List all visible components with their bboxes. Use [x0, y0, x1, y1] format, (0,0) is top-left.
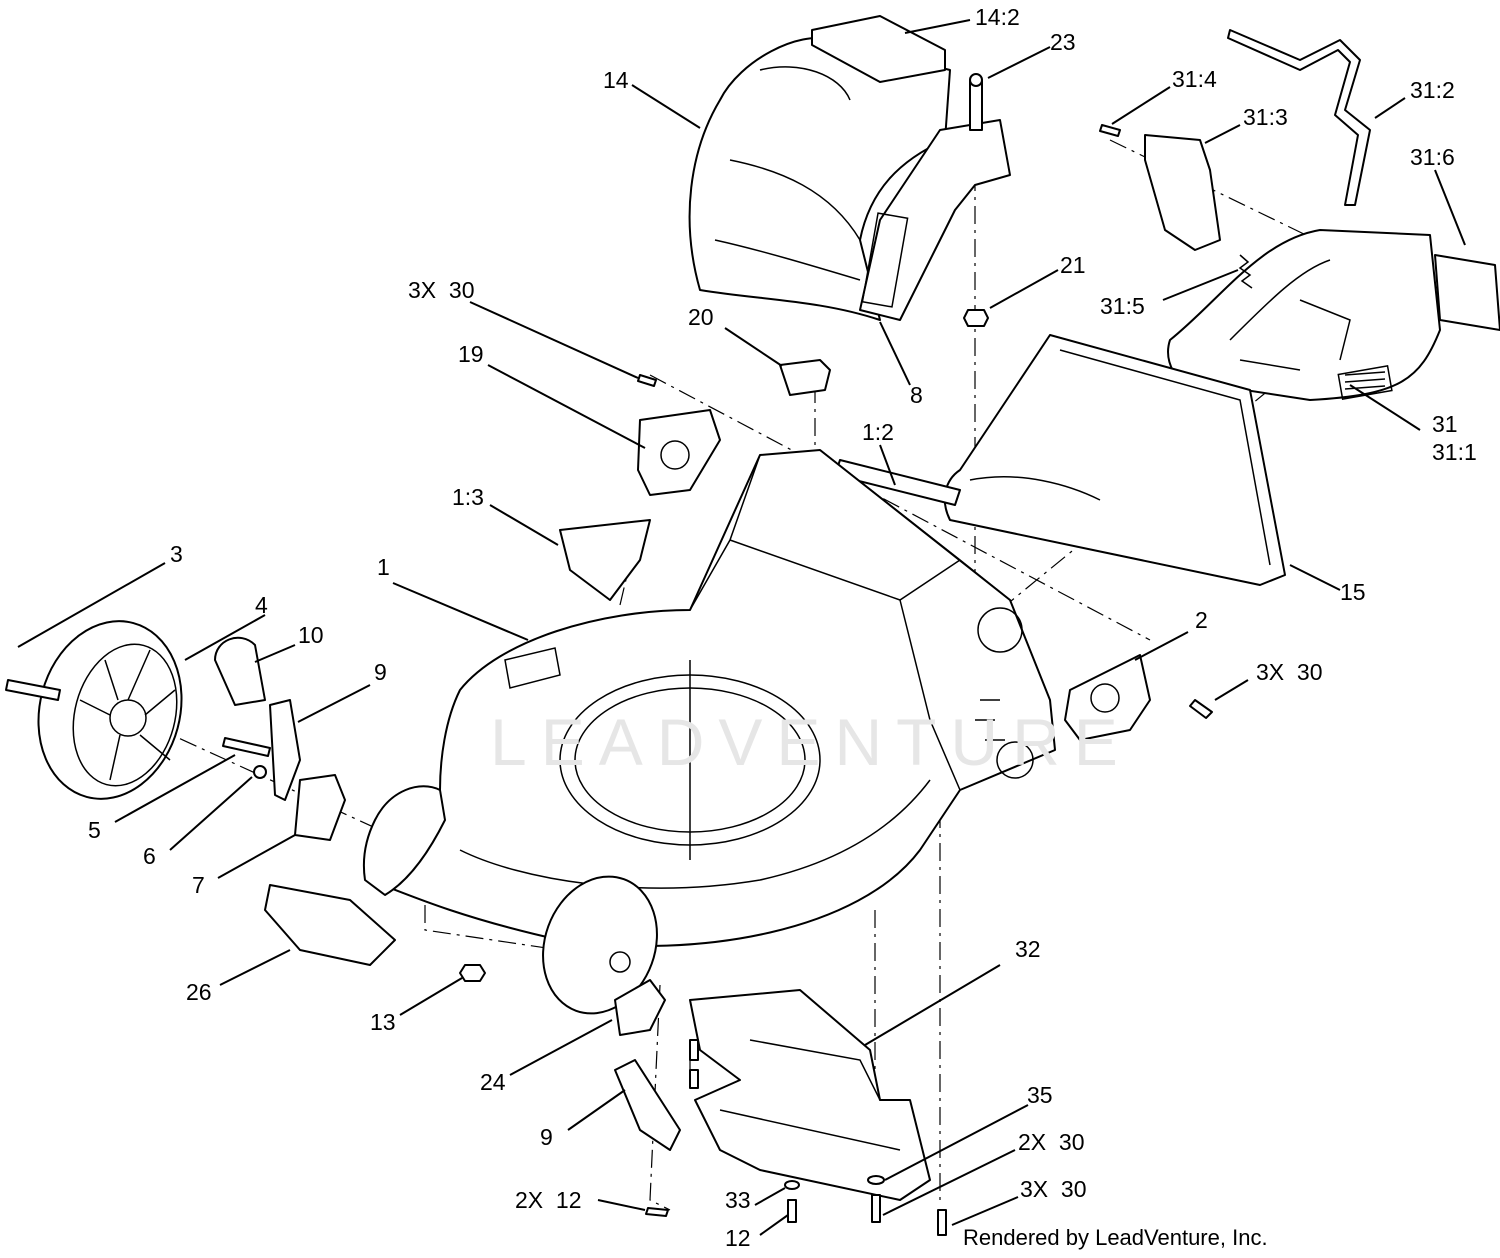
nut-21	[963, 309, 989, 327]
plate-19	[637, 409, 721, 496]
callout-1-3: 1:3	[452, 484, 484, 510]
callout-31-5: 31:5	[1100, 293, 1145, 319]
callout-31-2: 31:2	[1410, 77, 1455, 103]
callout-26: 26	[186, 979, 212, 1005]
callout-31: 31	[1432, 411, 1458, 437]
callout-19: 19	[458, 341, 484, 367]
callout-labels: 14:2 23 14 31:4 31:2 31:3 31:6 21 31:5 3…	[88, 4, 1477, 1251]
callout-31-6: 31:6	[1410, 144, 1455, 170]
callout-14-2: 14:2	[975, 4, 1020, 30]
handle-bracket-assembly	[1167, 229, 1441, 401]
discharge-chute-part	[943, 334, 1286, 586]
watermark-text: LEADVENTURE	[490, 705, 1132, 779]
callout-32: 32	[1015, 936, 1041, 962]
callout-12-lower: 12	[725, 1225, 751, 1251]
washer-6	[253, 765, 267, 779]
callout-13: 13	[370, 1009, 396, 1035]
callout-30-lower-a: 2X 30	[1018, 1129, 1085, 1155]
callout-1-2: 1:2	[862, 419, 894, 445]
callout-9-lower: 9	[540, 1124, 553, 1150]
callout-3: 3	[170, 541, 183, 567]
bracket-9-lower	[614, 1059, 681, 1151]
callout-24: 24	[480, 1069, 506, 1095]
clip-10	[214, 636, 266, 706]
screw-12-left	[645, 1207, 669, 1217]
front-wheel-left	[362, 785, 446, 896]
spring-31-5	[1238, 254, 1253, 289]
front-wheel-right	[542, 875, 658, 1015]
decal-1-3	[559, 519, 651, 601]
bracket-9-upper	[269, 699, 301, 801]
hinge-bracket-part	[859, 119, 1011, 321]
bolt-30-right	[1189, 699, 1213, 719]
bolt-30-upper	[637, 374, 657, 387]
plate-7	[294, 774, 346, 841]
rear-wheel-part	[37, 620, 183, 800]
credit-text: Rendered by LeadVenture, Inc.	[963, 1225, 1268, 1250]
callout-1: 1	[377, 554, 390, 580]
callout-20: 20	[688, 304, 714, 330]
callout-15: 15	[1340, 579, 1366, 605]
washer-33	[784, 1180, 800, 1190]
callout-31-1: 31:1	[1432, 439, 1477, 465]
mower-deck-part	[369, 449, 1056, 947]
latch-31-3	[1144, 134, 1221, 251]
callout-8: 8	[910, 382, 923, 408]
rear-guard-part	[689, 989, 931, 1201]
callout-30-upper: 3X 30	[408, 277, 475, 303]
callout-7: 7	[192, 872, 205, 898]
callout-35: 35	[1027, 1082, 1053, 1108]
decal-31-6	[1434, 254, 1500, 331]
callout-4: 4	[255, 592, 268, 618]
callout-5: 5	[88, 817, 101, 843]
callout-2: 2	[1195, 607, 1208, 633]
callout-12-left: 2X 12	[515, 1187, 582, 1213]
skirt-26	[264, 884, 396, 966]
screw-12-lower	[787, 1199, 797, 1223]
callout-30-lower-b: 3X 30	[1020, 1176, 1087, 1202]
callout-23: 23	[1050, 29, 1076, 55]
callout-30-right: 3X 30	[1256, 659, 1323, 685]
bolt-23	[969, 79, 983, 131]
axle-bolt-3	[5, 679, 61, 701]
leader-lines	[17, 19, 1466, 1236]
washer-35	[867, 1175, 885, 1185]
callout-10: 10	[298, 622, 324, 648]
callout-33: 33	[725, 1187, 751, 1213]
plate-24	[614, 979, 666, 1036]
rear-flap-part	[688, 37, 951, 321]
nut-13	[459, 964, 486, 982]
callout-21: 21	[1060, 252, 1086, 278]
bolt-30-lower-b	[937, 1209, 947, 1236]
plate-2	[1064, 654, 1151, 741]
callout-14: 14	[603, 67, 629, 93]
clip-20	[779, 359, 831, 396]
bolt-guard-b	[689, 1069, 699, 1089]
callout-31-4: 31:4	[1172, 66, 1217, 92]
decal-14-2	[811, 15, 946, 83]
bolt-guard-a	[689, 1039, 699, 1061]
callout-6: 6	[143, 843, 156, 869]
screw-31-4	[1099, 124, 1121, 137]
bolt-30-lower-a	[871, 1194, 881, 1223]
callout-9-upper: 9	[374, 659, 387, 685]
callout-31-3: 31:3	[1243, 104, 1288, 130]
rod-31-2	[1227, 29, 1371, 206]
bolt-5	[222, 737, 271, 757]
bolt-23-head	[969, 73, 983, 87]
